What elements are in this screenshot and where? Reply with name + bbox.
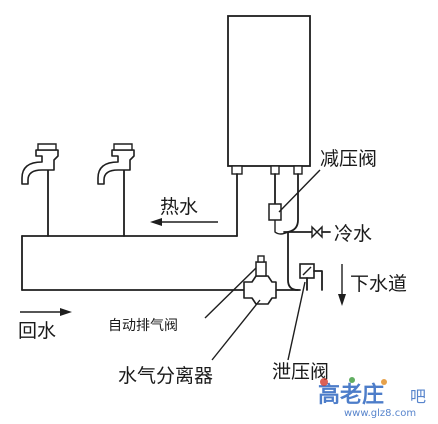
faucet-right-icon <box>97 143 135 237</box>
pressure-relief-valve-leader <box>287 281 306 361</box>
return-water-label: 回水 <box>18 320 56 342</box>
drain-arrow <box>338 264 346 306</box>
auto-vent-valve-leader <box>204 267 257 319</box>
separator-leader <box>211 299 261 361</box>
pressure-relief-valve-label: 泄压阀 <box>272 361 329 383</box>
pressure-reducing-valve-label: 减压阀 <box>320 148 377 170</box>
water-heater-tank <box>227 15 311 167</box>
inlet-down-pipe <box>287 231 299 291</box>
cold-water-inlet <box>268 173 313 235</box>
watermark-url: www.glz8.com <box>344 408 416 419</box>
faucet-left-icon <box>21 143 59 237</box>
pressure-relief-valve-icon <box>299 263 323 291</box>
cold-water-valve-icon <box>311 225 331 239</box>
watermark-suffix: 吧 <box>410 387 426 406</box>
water-air-separator-icon <box>243 255 277 305</box>
cold-water-label: 冷水 <box>334 223 372 245</box>
tank-fittings <box>231 165 303 175</box>
water-air-separator-label: 水气分离器 <box>118 365 213 387</box>
hot-water-label: 热水 <box>160 196 198 218</box>
watermark-logo-text: 高老庄 <box>318 382 384 408</box>
return-water-arrow <box>20 308 72 316</box>
auto-vent-valve-label: 自动排气阀 <box>108 318 178 334</box>
pressure-reducing-valve-leader <box>278 169 321 213</box>
site-watermark-logo: 高老庄 吧 www.glz8.com <box>318 377 426 419</box>
hot-water-arrow <box>150 218 218 226</box>
drain-label: 下水道 <box>350 273 407 295</box>
